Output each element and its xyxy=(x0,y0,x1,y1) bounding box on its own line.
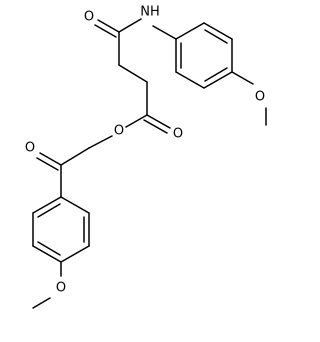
ring2-bond-4 xyxy=(32,245,62,263)
upper-benzene-ring xyxy=(152,22,267,126)
lower-benzene-ring xyxy=(32,196,90,309)
bond-amide-c-n xyxy=(118,18,142,33)
atom-label-nh: NH xyxy=(140,5,160,20)
bond-ester-c-o-link xyxy=(125,114,148,128)
ring1-inner-1 xyxy=(204,29,228,44)
bond-o-methyl-bottom xyxy=(32,297,51,309)
bond-n-ring xyxy=(152,25,177,40)
molecule-structure-canvas: NH O O O O O O xyxy=(25,5,267,309)
ester-group xyxy=(60,114,171,166)
ring2-bond-3 xyxy=(60,245,90,263)
bond-ketone-c-o-2 xyxy=(36,157,59,171)
atom-label-methoxy-oxygen-bottom: O xyxy=(56,281,66,296)
atom-label-ester-link-oxygen: O xyxy=(114,124,124,139)
amide-chain xyxy=(94,18,148,116)
atom-label-ester-carbonyl-oxygen: O xyxy=(173,127,183,142)
bond-ester-c-o-1 xyxy=(146,114,171,129)
bond-amide-c-o-1 xyxy=(97,19,120,33)
ring1-bond-5 xyxy=(175,71,205,89)
bond-o-ch2 xyxy=(88,135,113,149)
ring1-bond-4 xyxy=(203,71,233,89)
structure-diagram: NH O O O O O O xyxy=(25,5,267,309)
ketone-group xyxy=(36,152,62,198)
atom-label-methoxy-oxygen-top: O xyxy=(255,90,265,105)
ring1-bond-2 xyxy=(203,22,233,40)
ring1-bond-1 xyxy=(175,22,205,40)
atom-labels: NH O O O O O O xyxy=(25,5,265,296)
bond-ester-c-o-2 xyxy=(143,119,168,134)
atom-label-amide-oxygen: O xyxy=(84,10,94,25)
ring2-inner-2 xyxy=(37,241,61,256)
bond-amide-c-o-2 xyxy=(94,24,117,38)
atom-label-ketone-oxygen: O xyxy=(25,141,35,156)
ring2-inner-3 xyxy=(37,203,61,218)
ring2-bond-6 xyxy=(32,196,62,214)
bond-ring1-o xyxy=(231,71,254,85)
bond-ch2-ch2 xyxy=(118,64,148,83)
bond-ketone-c-o-1 xyxy=(39,152,62,166)
bond-ch2-ketone-c xyxy=(60,147,90,166)
ring2-bond-1 xyxy=(60,196,90,214)
ring1-inner-2 xyxy=(204,67,228,82)
